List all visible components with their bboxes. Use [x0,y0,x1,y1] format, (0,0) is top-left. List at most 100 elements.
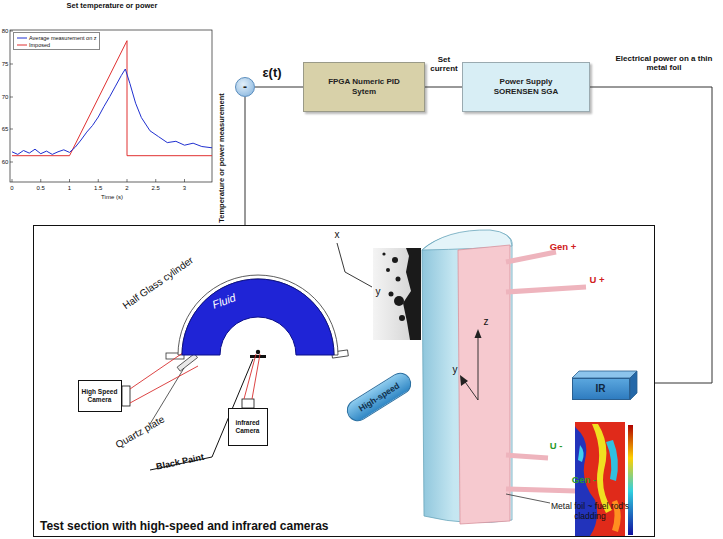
connector [425,87,462,88]
text-label: 1.5 [94,185,102,192]
connector [255,87,303,88]
view-ray [244,354,256,399]
camera-body: IR [572,378,630,400]
electrode-rod [506,455,548,458]
ir-colorbar [628,425,633,535]
camera-lens [122,386,130,406]
fluid-region: Fluid [182,279,334,356]
text-label: Half Glass cylinder [121,254,196,311]
text-label: 3 [183,185,186,192]
node-text: IR [596,383,606,394]
power-supply-box: Power Supply SORENSEN SGA [462,62,590,112]
axis-ticks [10,31,185,182]
glass-wall [178,275,338,355]
edge-label: Set current [427,55,461,73]
axis-line [345,272,372,287]
legend-row: Imposed [17,41,96,48]
edge-label: Temperature or power measurement [218,93,227,223]
bubble [396,277,401,282]
quartz-plate [177,354,197,371]
axis-line [337,243,345,272]
text-label: Gen - [572,475,596,486]
node-text: FPGA Numeric PID Sytem [319,77,409,97]
connector [590,87,712,383]
summing-junction: - [235,77,255,97]
text-label: Quartz plate [114,413,167,450]
camera-box: infrared Camera [228,408,268,446]
view-ray [252,354,260,399]
text-label: Metal foil ~ fuel rod's cladding [547,502,633,522]
edge-label: ε(t) [262,66,281,81]
ir-cool-zone [578,445,584,462]
ir-camera-side [630,371,637,400]
node-text: Test section with high-speed and infrare… [40,519,329,533]
text-label: 0.5 [37,185,45,192]
plot-frame [10,30,212,182]
bubble [399,315,405,321]
shape-outline [182,279,334,356]
node-text: - [243,81,247,93]
text-label: U + [589,275,604,286]
text-label: 75 [2,61,9,68]
legend-line [17,36,27,40]
bubble [389,292,394,297]
electrode-rod [506,252,556,262]
node-text: High-speed [356,380,401,413]
text-label: x [335,229,340,241]
legend-box: Average measurement on zImposed [13,32,100,50]
text-label: 1 [68,185,71,192]
text-label: y [376,286,381,298]
connector [245,97,246,225]
axis-line [478,332,479,400]
axis-arrowhead [460,375,468,386]
text-label: Time (s) [101,194,123,201]
camera-body: High-speed [342,368,415,425]
node-text: infrared Camera [229,419,267,434]
legend-row: Average measurement on z [17,34,96,41]
bubble [394,296,404,306]
view-ray [130,348,190,389]
legend-text: Average measurement on z [29,35,96,41]
foil-point [256,350,260,354]
legend-line [17,44,27,45]
bubble-wall [403,248,421,340]
text-label: Gen + [550,242,577,253]
text-label: 70 [2,94,9,101]
bubble [392,257,398,263]
legend-line [17,43,27,47]
metal-foil [458,245,510,524]
text-label: Set temperature or power [67,2,158,11]
node-text: Power Supply SORENSEN SGA [490,77,562,97]
edge-label: Electrical power on a thin metal foil [614,54,714,72]
view-ray [130,366,198,403]
legend-line [17,37,27,38]
imposed-curve [12,41,212,156]
text-label: 2.5 [152,185,160,192]
text-label: 2 [125,185,128,192]
text-label: z [484,316,489,328]
camera-box: High Speed Camera [78,380,122,412]
leader-line [506,494,550,503]
text-label: y [453,364,458,376]
ir-warm-zone [592,424,612,513]
text-label: 60 [2,159,9,166]
text-label: Black Paint [155,452,205,472]
text-label: 0 [10,185,13,192]
high-speed-image [373,248,421,340]
black-paint [250,355,266,358]
ir-cool-zone [606,440,618,481]
electrode-rod [506,287,586,292]
legend-text: Imposed [29,42,50,48]
test-section-frame: Test section with high-speed and infrare… [33,225,655,537]
electrode-rod [506,489,576,491]
bubble [382,252,385,255]
text-label: 80 [2,28,9,35]
text-label: U - [550,441,563,452]
measured-curve [12,69,212,154]
node-text: High Speed Camera [79,388,121,403]
bubble [386,268,390,272]
axis-arrowhead [475,329,482,338]
text-label: 65 [2,126,9,133]
